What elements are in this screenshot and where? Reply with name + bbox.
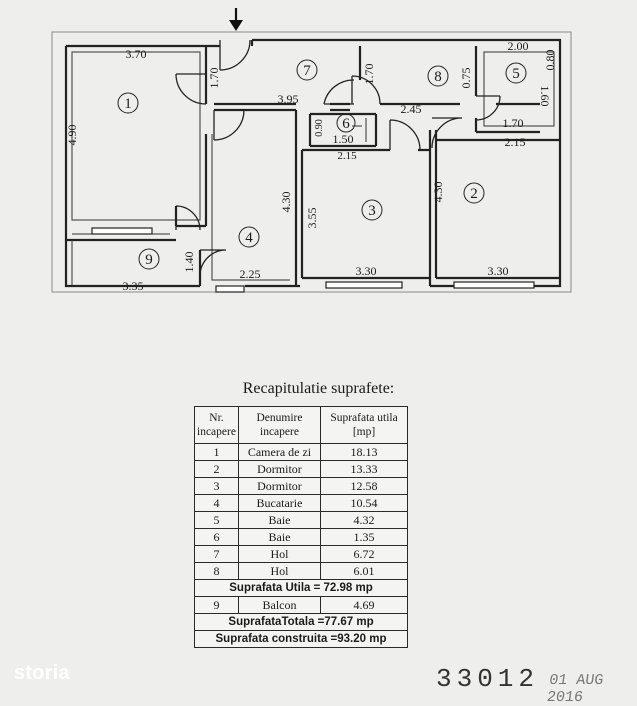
room-number: 4 xyxy=(245,230,253,246)
dim-label: 3.95 xyxy=(278,92,299,106)
dim-label: 3.55 xyxy=(305,208,319,229)
cell-area: 1.35 xyxy=(320,528,408,546)
header-text: Denumire incapere xyxy=(256,412,303,438)
cell-name: Hol xyxy=(237,545,322,563)
recap-title: Recapitulatie suprafete: xyxy=(242,380,395,397)
col-header-area: Suprafata utila [mp] xyxy=(320,406,408,444)
summary-row: SuprafataTotala =77.67 mp xyxy=(194,613,408,631)
dim-label: 0.90 xyxy=(314,119,325,137)
cell-nr: 4 xyxy=(194,494,239,512)
cell-area: 12.58 xyxy=(320,477,408,495)
dim-label: 4.90 xyxy=(65,125,79,146)
dim-label: 2.15 xyxy=(505,135,526,149)
cell-area: 18.13 xyxy=(320,443,408,461)
col-header-name: Denumire incapere xyxy=(237,406,322,444)
floor-plan: 3.70 1.70 3.95 1.70 2.00 0.80 1.60 1.70 … xyxy=(51,8,572,293)
plan-frame xyxy=(51,31,572,293)
brand-watermark: storia xyxy=(14,662,70,684)
room-number: 5 xyxy=(512,66,520,82)
dim-label: 0.80 xyxy=(543,50,557,71)
summary-row: Suprafata Utila = 72.98 mp xyxy=(194,579,408,597)
total-area: SuprafataTotala =77.67 mp xyxy=(194,613,408,631)
col-header-nr: Nr. incapere xyxy=(194,406,239,444)
cell-name: Balcon xyxy=(237,596,322,614)
room-number: 7 xyxy=(303,63,311,79)
dim-label: 1.50 xyxy=(333,132,354,146)
cell-name: Dormitor xyxy=(237,477,322,495)
dim-label: 1.70 xyxy=(503,116,524,130)
cell-nr: 9 xyxy=(194,596,239,614)
cell-area: 13.33 xyxy=(320,460,408,478)
room-number: 8 xyxy=(434,69,442,85)
dim-label: 1.70 xyxy=(362,64,376,85)
cell-nr: 2 xyxy=(194,460,239,478)
cell-area: 6.72 xyxy=(320,545,408,563)
dim-label: 2.00 xyxy=(508,39,529,53)
dim-label: 4.30 xyxy=(431,182,445,203)
summary-row: Suprafata construita =93.20 mp xyxy=(194,630,408,648)
room-markers xyxy=(117,59,527,270)
cell-name: Baie xyxy=(237,511,322,529)
cell-name: Bucatarie xyxy=(237,494,322,512)
dim-label: 1.60 xyxy=(538,86,552,107)
dim-label: 3.35 xyxy=(123,279,144,293)
dim-label: 3.30 xyxy=(356,264,377,278)
room-number: 2 xyxy=(470,186,478,202)
room-number: 1 xyxy=(124,96,132,112)
table-header-row: Nr. incapere Denumire incapere Suprafata… xyxy=(194,406,408,444)
cell-area: 4.32 xyxy=(320,511,408,529)
header-text: Suprafata utila [mp] xyxy=(330,412,398,438)
windows xyxy=(91,227,535,293)
dim-label: 2.25 xyxy=(240,267,261,281)
room-number: 9 xyxy=(145,252,153,268)
header-text: Nr. incapere xyxy=(197,412,236,438)
inner-lines xyxy=(71,51,555,286)
room-number: 6 xyxy=(342,116,350,132)
cell-name: Camera de zi xyxy=(237,443,322,461)
walls xyxy=(64,38,562,288)
cell-name: Hol xyxy=(237,562,322,580)
dim-label: 3.30 xyxy=(488,264,509,278)
cell-nr: 6 xyxy=(194,528,239,546)
cell-nr: 1 xyxy=(194,443,239,461)
doors xyxy=(175,39,501,277)
cell-name: Dormitor xyxy=(237,460,322,478)
room-number: 3 xyxy=(368,203,376,219)
cell-name: Baie xyxy=(237,528,322,546)
cell-nr: 8 xyxy=(194,562,239,580)
entry-arrow-icon xyxy=(229,8,243,31)
dim-label: 3.70 xyxy=(126,47,147,61)
cell-area: 6.01 xyxy=(320,562,408,580)
dim-label: 0.75 xyxy=(459,68,473,89)
dim-label: 1.70 xyxy=(207,68,221,89)
dim-label: 4.30 xyxy=(279,192,293,213)
cell-nr: 5 xyxy=(194,511,239,529)
built-area: Suprafata construita =93.20 mp xyxy=(194,630,408,648)
area-table: Nr. incapere Denumire incapere Suprafata… xyxy=(194,406,408,648)
cell-nr: 3 xyxy=(194,477,239,495)
cell-area: 4.69 xyxy=(320,596,408,614)
dim-label: 2.45 xyxy=(401,102,422,116)
dim-label: 1.40 xyxy=(182,252,196,273)
useful-area-total: Suprafata Utila = 72.98 mp xyxy=(194,579,408,597)
stamp-date: 01 AUG 2016 xyxy=(545,672,605,706)
cell-area: 10.54 xyxy=(320,494,408,512)
cell-nr: 7 xyxy=(194,545,239,563)
dim-label: 2.15 xyxy=(337,150,357,162)
stamp-number: 33012 xyxy=(436,664,540,694)
